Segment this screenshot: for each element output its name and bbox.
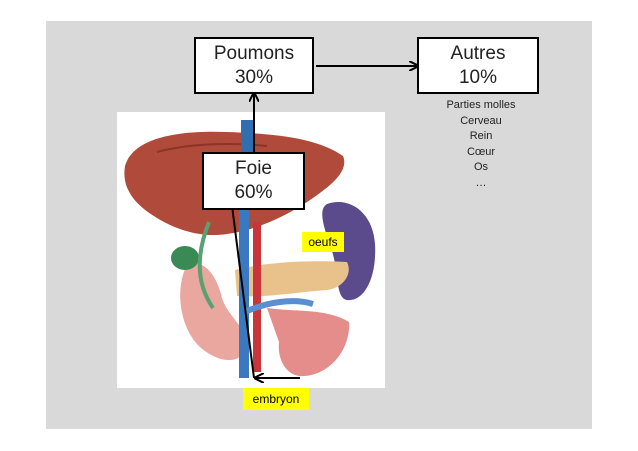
box-poumons-label: Poumons [213, 42, 295, 64]
other-site-item: Cerveau [460, 114, 502, 127]
other-site-item: Parties molles [446, 99, 516, 111]
other-site-item: Os [473, 161, 489, 173]
box-poumons: Poumons 30% [194, 37, 314, 94]
tag-embryon: embryon [243, 388, 309, 410]
box-poumons-value: 30% [234, 66, 274, 88]
other-site-item: Rein [469, 130, 493, 142]
box-foie-value: 60% [234, 182, 273, 203]
box-foie-label: Foie [235, 158, 272, 179]
other-site-item: … [475, 176, 487, 189]
tag-oeufs: oeufs [302, 232, 344, 252]
box-foie: Foie 60% [202, 152, 305, 210]
other-site-item: Cœur [466, 145, 496, 158]
other-sites-list: Parties molles Cerveau Rein Cœur Os … [426, 98, 536, 191]
box-autres-value: 10% [458, 66, 498, 88]
box-autres-label: Autres [450, 42, 506, 64]
box-autres: Autres 10% [417, 37, 539, 94]
